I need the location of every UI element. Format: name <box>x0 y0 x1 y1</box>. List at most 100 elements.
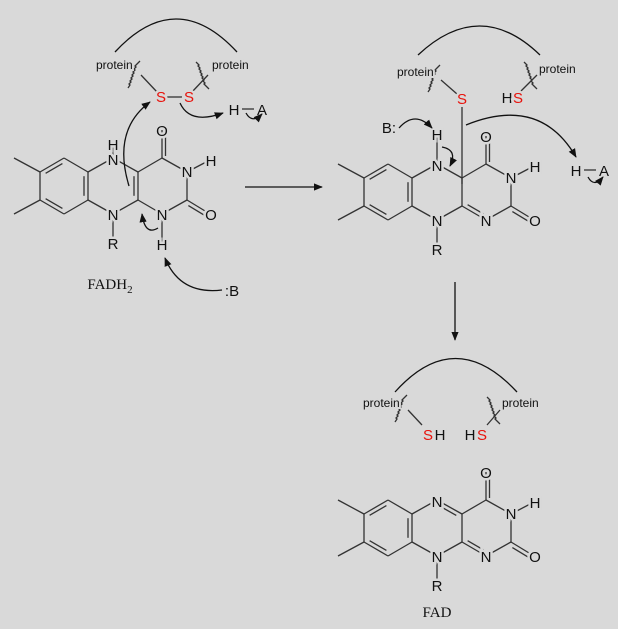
fadh2-bonds <box>13 130 211 244</box>
protein-backbone-arc <box>417 25 541 56</box>
bond <box>39 157 65 173</box>
double-bond-line <box>188 204 205 216</box>
bond <box>411 541 438 557</box>
wavy-bond-right <box>486 396 501 425</box>
bond <box>363 163 389 179</box>
bond <box>63 157 89 173</box>
curved-arrow-s-to-h <box>179 102 224 120</box>
atom-h3: H <box>530 495 541 512</box>
bond <box>63 199 89 215</box>
atom-o2: O <box>205 207 217 224</box>
atom-n3: N <box>182 164 193 181</box>
fadh2-structure: H N N R O N H O N H <box>13 121 219 257</box>
bond <box>461 541 487 557</box>
atom-o4: O <box>480 465 492 482</box>
atom-n5: N <box>432 158 443 175</box>
double-bond-line <box>467 540 485 552</box>
bond <box>13 199 41 215</box>
fad-bonds <box>337 472 535 586</box>
double-bond-line <box>45 162 63 174</box>
protein-label-left: protein <box>397 65 434 79</box>
bond <box>485 541 512 557</box>
bond <box>112 157 139 173</box>
bond <box>363 541 389 557</box>
bond <box>337 205 365 221</box>
bond <box>411 163 438 179</box>
curved-arrow-double-bond-to-s <box>123 101 151 187</box>
double-bond-line <box>369 168 387 180</box>
bond <box>363 205 389 221</box>
double-bond-line <box>369 204 387 216</box>
atom-o4: O <box>480 129 492 146</box>
atom-h3: H <box>530 159 541 176</box>
thiol-h: H <box>502 90 513 107</box>
protein-backbone-arc <box>114 18 238 53</box>
curved-arrow-base <box>398 118 433 129</box>
curved-arrow-base <box>164 257 223 292</box>
bond <box>387 541 413 557</box>
atom-n3: N <box>506 170 517 187</box>
wavy-bond-right <box>195 61 210 90</box>
atom-h5: H <box>108 137 119 154</box>
bond <box>39 199 65 215</box>
acid-a: A <box>599 163 609 180</box>
atom-n1: N <box>157 207 168 224</box>
atom-h5: H <box>432 127 443 144</box>
bond <box>510 541 535 557</box>
fadh2-arrows <box>123 101 263 292</box>
double-bond-line <box>512 546 529 558</box>
bond <box>137 157 163 173</box>
intermediate-bonds <box>337 136 535 250</box>
bound-sulfur: S <box>457 91 467 108</box>
atom-n1: N <box>481 213 492 230</box>
thiol-h-left: H <box>435 427 446 444</box>
bond <box>387 205 413 221</box>
bond <box>87 157 114 173</box>
fadh2-disulfide: protein protein S S H A :B <box>94 18 270 303</box>
sulfur-1: S <box>156 89 166 106</box>
bond <box>186 199 211 215</box>
base-label: B: <box>382 120 396 137</box>
fad-thiols: protein protein S H H S <box>361 358 541 447</box>
atom-n10: N <box>432 213 443 230</box>
double-bond-line <box>369 504 387 516</box>
bond <box>186 159 211 173</box>
bond <box>337 541 365 557</box>
atom-r: R <box>108 236 119 253</box>
bond <box>87 199 114 215</box>
bond <box>387 499 413 515</box>
bond <box>411 499 438 515</box>
atom-o2: O <box>529 213 541 230</box>
bond <box>436 499 463 515</box>
wavy-bond-left <box>394 394 408 423</box>
atom-h3: H <box>206 153 217 170</box>
bond <box>112 199 139 215</box>
curved-arrow-ha <box>587 176 604 186</box>
bond <box>510 165 535 179</box>
intermediate-structure: H N N R O N H O N <box>337 125 543 262</box>
protein-label-right: protein <box>212 58 249 72</box>
atom-n1: N <box>481 549 492 566</box>
bond <box>436 541 463 557</box>
protein-label-left: protein <box>96 58 133 72</box>
fadh2-label: FADH2 <box>87 277 132 296</box>
thiol-h-right: H <box>465 427 476 444</box>
thiol-s-right: S <box>477 427 487 444</box>
acid-h: H <box>229 102 240 119</box>
curved-arrow-ha <box>245 112 263 123</box>
atom-n5: N <box>108 152 119 169</box>
bond <box>337 499 365 515</box>
intermediate-thiols: protein protein S H S B: H A <box>379 25 612 184</box>
bond <box>411 205 438 221</box>
double-bond-line <box>467 204 485 216</box>
intermediate-arrows <box>398 114 604 186</box>
bond <box>461 205 487 221</box>
wavy-bond-left <box>127 60 141 89</box>
atom-o4: O <box>156 123 168 140</box>
atom-h1: H <box>157 237 168 254</box>
curved-arrow-nh <box>139 213 159 231</box>
atom-n10: N <box>108 207 119 224</box>
thiol-s-left: S <box>423 427 433 444</box>
double-bond-line <box>369 540 387 552</box>
